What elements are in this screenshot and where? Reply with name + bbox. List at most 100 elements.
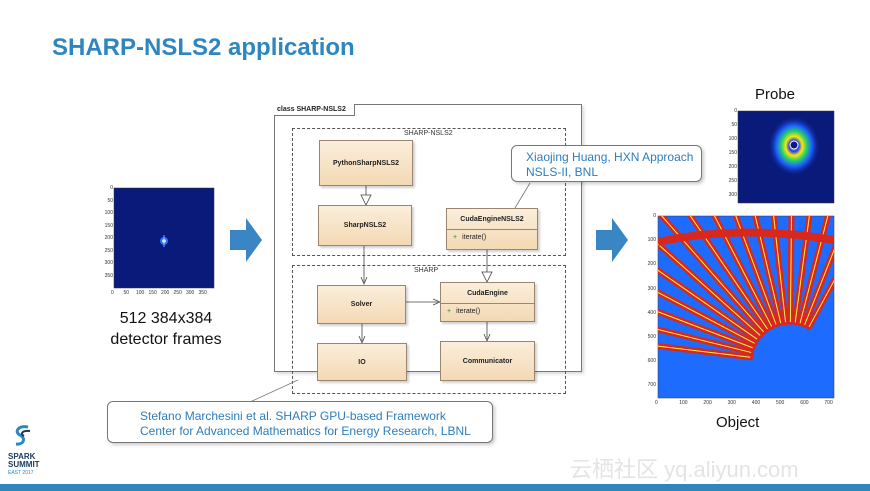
spark-swirl-icon bbox=[15, 425, 31, 446]
axis-tick-label: 0 bbox=[110, 185, 113, 191]
object-spoke-edge bbox=[735, 216, 777, 325]
object-spoke-edge bbox=[754, 216, 782, 324]
callout-lbnl: Stefano Marchesini et al. SHARP GPU-base… bbox=[107, 401, 493, 443]
detector-caption-line2: detector frames bbox=[110, 331, 222, 348]
method-iterate: iterate() bbox=[456, 308, 481, 315]
object-spoke-edge bbox=[658, 345, 751, 358]
object-spoke-edge bbox=[658, 291, 755, 344]
axis-tick-label: 500 bbox=[647, 334, 656, 340]
logo-line1: SPARK bbox=[8, 452, 36, 461]
axis-tick-label: 400 bbox=[647, 309, 656, 316]
logo-line3: EAST 2017 bbox=[8, 470, 34, 476]
axis-tick-label: 50 bbox=[123, 290, 130, 296]
axis-tick-label: 50 bbox=[107, 197, 113, 204]
axis-tick-label: 50 bbox=[731, 122, 737, 128]
axis-tick-label: 100 bbox=[728, 136, 737, 142]
axis-tick-label: 400 bbox=[751, 400, 761, 406]
axis-tick-label: 200 bbox=[703, 400, 712, 406]
axis-tick-label: 350 bbox=[198, 290, 207, 296]
axis-tick-label: 150 bbox=[728, 150, 737, 156]
axis-tick-label: 300 bbox=[728, 192, 737, 198]
package-sharp-label: SHARP bbox=[414, 267, 439, 274]
axis-tick-label: 700 bbox=[824, 400, 833, 406]
axis-tick-label: 0 bbox=[653, 213, 656, 219]
axis-tick-label: 250 bbox=[728, 178, 737, 184]
axis-tick-label: 150 bbox=[104, 222, 113, 229]
axis-tick-label: 250 bbox=[104, 247, 113, 254]
method-marker: + bbox=[453, 234, 458, 241]
axis-tick-label: 300 bbox=[186, 290, 195, 296]
class-cuda-engine-nsls2: CudaEngineNSLS2 + iterate() bbox=[446, 208, 538, 250]
slide-title: SHARP-NSLS2 application bbox=[52, 34, 355, 61]
logo-line2: SUMMIT bbox=[8, 460, 40, 469]
axis-tick-label: 200 bbox=[647, 261, 656, 268]
axis-tick-label: 100 bbox=[679, 400, 688, 406]
axis-tick-label: 700 bbox=[647, 382, 656, 389]
probe-plot: 0 50 100 150 200 250 300 bbox=[726, 108, 838, 206]
object-spoke-edge bbox=[808, 279, 834, 328]
axis-tick-label: 0 bbox=[111, 290, 114, 296]
object-spoke-edge bbox=[794, 216, 810, 323]
axis-tick-label: 300 bbox=[104, 260, 113, 266]
object-spoke-edge bbox=[658, 269, 758, 340]
method-marker: + bbox=[447, 308, 452, 315]
axis-tick-label: 100 bbox=[104, 210, 113, 216]
axis-tick-label: 200 bbox=[161, 290, 170, 296]
object-spoke-edge bbox=[799, 216, 829, 324]
watermark: 云栖社区 yq.aliyun.com bbox=[570, 457, 799, 482]
axis-tick-label: 300 bbox=[647, 285, 656, 292]
method-iterate: iterate() bbox=[462, 234, 487, 241]
axis-tick-label: 350 bbox=[104, 272, 113, 279]
flow-arrow-right-icon bbox=[596, 218, 628, 267]
object-spoke-edge bbox=[689, 216, 768, 330]
object-spoke-edge bbox=[714, 216, 773, 327]
axis-tick-label: 100 bbox=[136, 290, 145, 296]
axis-tick-label: 250 bbox=[173, 290, 182, 296]
package-sharp bbox=[292, 265, 566, 394]
callout-lbnl-line2: Center for Advanced Mathematics for Ener… bbox=[140, 424, 471, 438]
class-cuda-engine-nsls2-name: CudaEngineNSLS2 bbox=[447, 209, 537, 230]
object-spoke-edge bbox=[658, 328, 752, 353]
class-cuda-engine-name: CudaEngine bbox=[441, 283, 534, 304]
class-cuda-engine: CudaEngine + iterate() bbox=[440, 282, 535, 322]
callout-hxn: Xiaojing Huang, HXN Approach NSLS-II, BN… bbox=[511, 145, 702, 182]
class-communicator: Communicator bbox=[440, 341, 535, 381]
detector-caption: 512 384x384 detector frames bbox=[96, 308, 236, 350]
axis-tick-label: 200 bbox=[104, 235, 113, 241]
probe-label: Probe bbox=[755, 86, 796, 103]
axis-tick-label: 600 bbox=[647, 358, 656, 365]
callout-hxn-line1: Xiaojing Huang, HXN Approach bbox=[526, 150, 694, 164]
object-spoke-edge bbox=[658, 311, 753, 349]
bottom-accent-bar bbox=[0, 484, 870, 491]
class-cuda-engine-method: + iterate() bbox=[441, 304, 534, 315]
axis-tick-label: 100 bbox=[647, 237, 656, 244]
object-spoke-edge bbox=[661, 216, 764, 333]
class-python-sharp-nsls2: PythonSharpNSLS2 bbox=[319, 140, 413, 186]
object-spoke-edge bbox=[789, 216, 792, 323]
detector-caption-line1: 512 384x384 bbox=[119, 310, 213, 327]
class-cuda-engine-nsls2-method: + iterate() bbox=[447, 230, 537, 241]
axis-tick-label: 300 bbox=[727, 400, 736, 406]
class-sharp-nsls2: SharpNSLS2 bbox=[318, 205, 412, 246]
object-spoke-edge bbox=[804, 248, 834, 325]
axis-tick-label: 200 bbox=[728, 164, 737, 170]
callout-lbnl-line1: Stefano Marchesini et al. SHARP GPU-base… bbox=[140, 409, 446, 423]
object-spoke-edge bbox=[773, 216, 787, 323]
axis-tick-label: 500 bbox=[776, 400, 785, 406]
package-sharp-nsls2-label: SHARP-NSLS2 bbox=[404, 130, 453, 137]
uml-frame-label: class SHARP-NSLS2 bbox=[274, 104, 355, 116]
axis-tick-label: 600 bbox=[800, 400, 809, 406]
class-solver: Solver bbox=[317, 285, 406, 324]
axis-tick-label: 0 bbox=[734, 108, 737, 114]
class-io: IO bbox=[317, 343, 407, 381]
package-sharp-nsls2 bbox=[292, 128, 566, 256]
object-arc bbox=[658, 228, 834, 246]
object-spoke-edge bbox=[658, 243, 761, 336]
object-plot: 0 100 200 300 400 500 600 700 0 100 200 300 400 500 6… bbox=[640, 212, 838, 410]
flow-arrow-left-icon bbox=[230, 218, 262, 267]
axis-tick-label: 150 bbox=[148, 290, 157, 296]
callout-hxn-line2: NSLS-II, BNL bbox=[526, 165, 599, 179]
object-label: Object bbox=[716, 414, 760, 431]
axis-tick-label: 0 bbox=[655, 400, 658, 406]
